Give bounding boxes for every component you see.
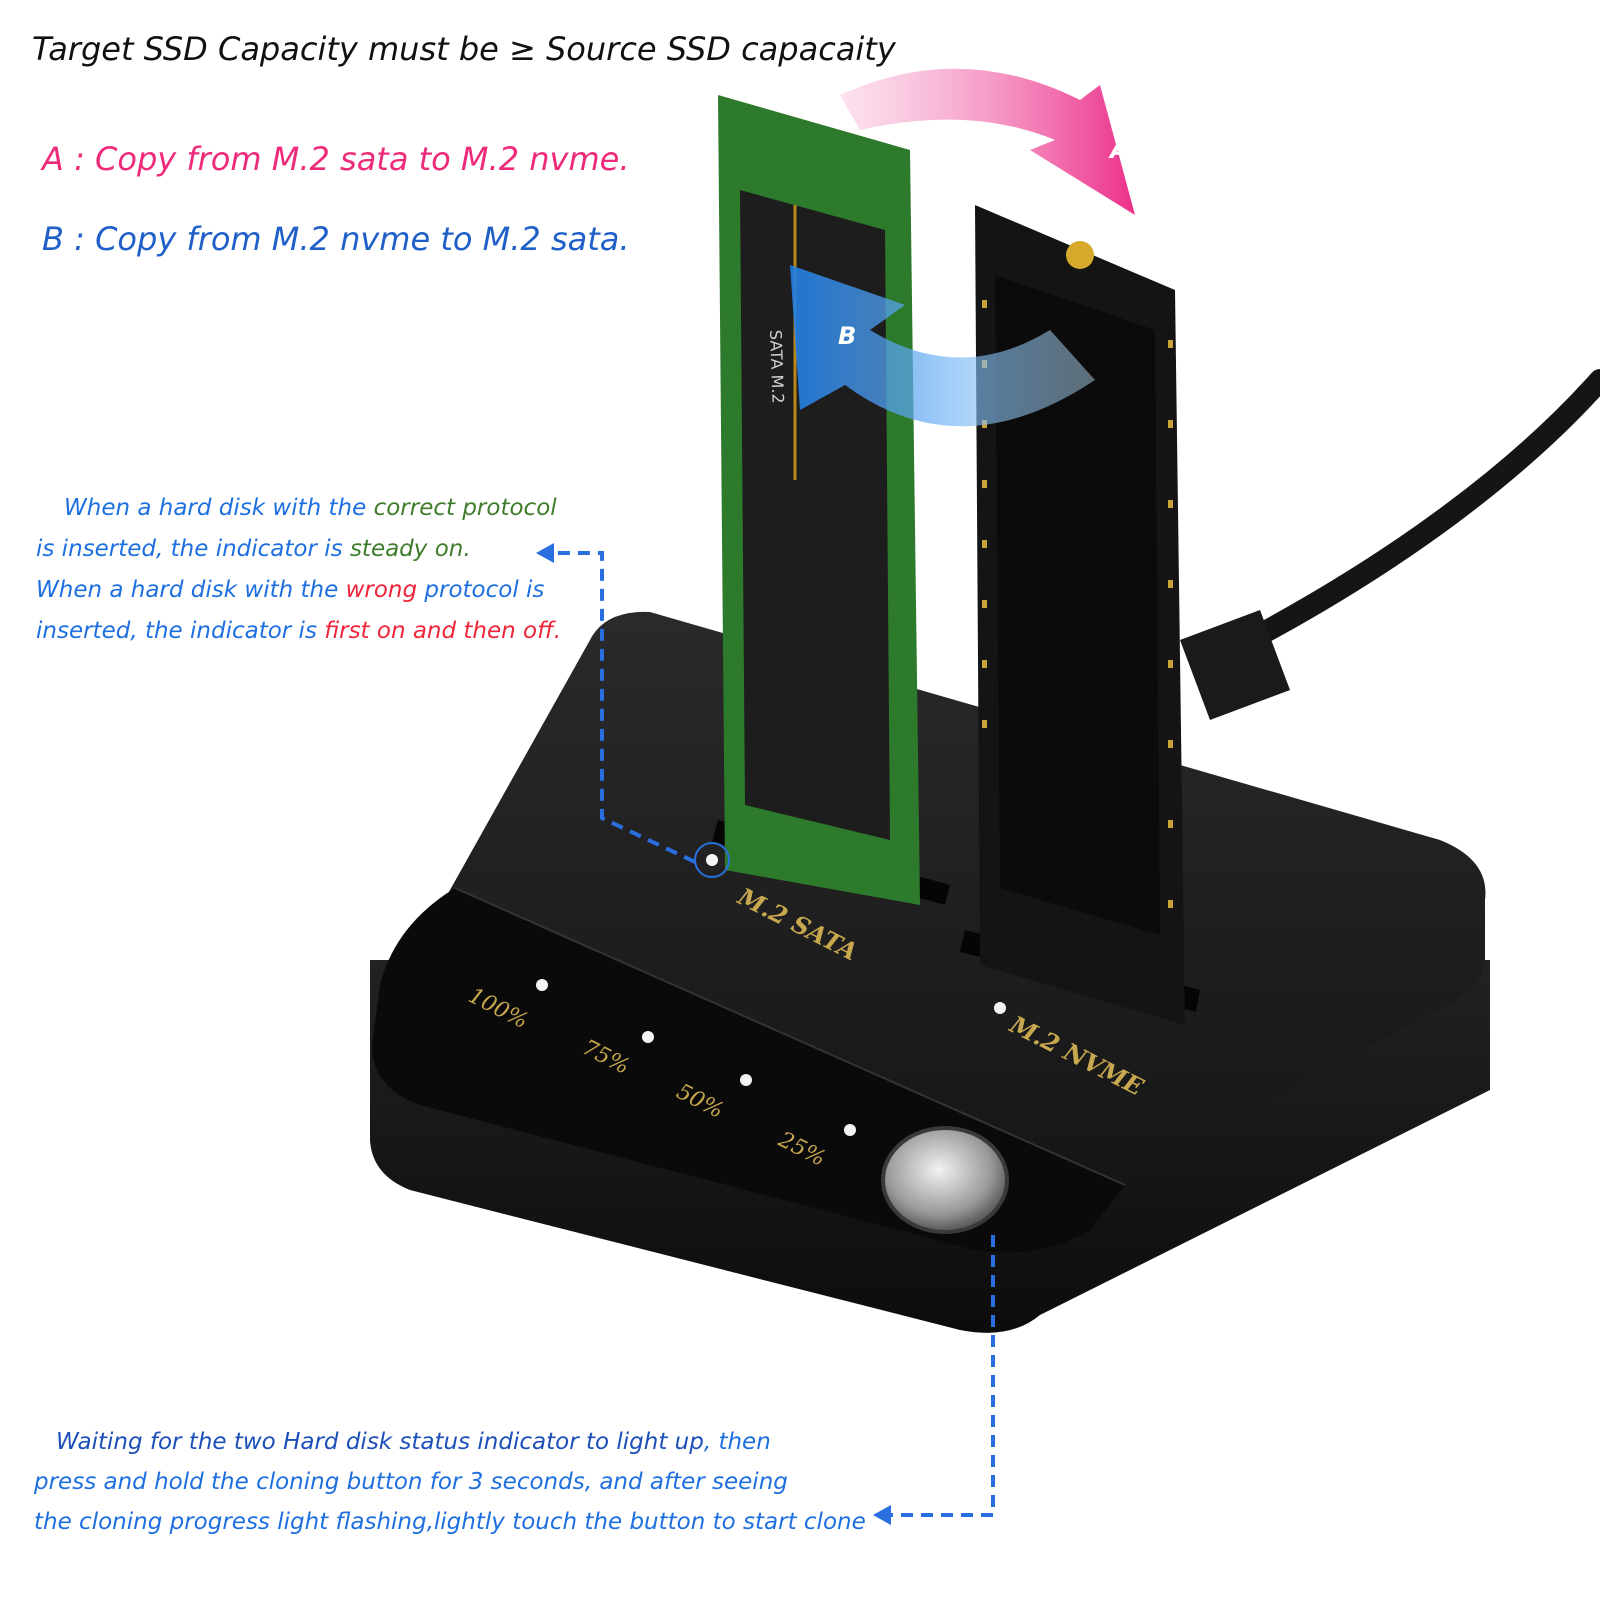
- blue-curved-arrow-icon: [790, 265, 1095, 427]
- arrow-a-badge: A: [1110, 136, 1129, 164]
- correct-protocol-text: correct protocol: [373, 495, 557, 521]
- ssd-sata: SATA M.2: [718, 95, 920, 905]
- headline: Target SSD Capacity must be ≥ Source SSD…: [32, 30, 896, 68]
- usb-plug: [1180, 610, 1290, 720]
- arrow-b-badge: B: [838, 322, 857, 350]
- sata-indicator-led: [706, 854, 718, 866]
- dashed-arrow-icon: [548, 551, 995, 1517]
- dock-body: [370, 611, 1490, 1333]
- first-on-then-off-text: first on and then off.: [324, 618, 562, 644]
- clone-note: Waiting for the two Hard disk status ind…: [34, 1429, 866, 1535]
- protocol-note: When a hard disk with the correct protoc…: [36, 495, 562, 644]
- steady-on-text: steady on.: [349, 536, 471, 562]
- ssd-nvme: [975, 205, 1185, 1025]
- mode-b-caption: B : Copy from M.2 nvme to M.2 sata.: [42, 220, 630, 258]
- nvme-indicator-led: [994, 1002, 1006, 1014]
- ssd-sata-print: SATA M.2: [766, 329, 788, 403]
- wrong-text: wrong: [345, 577, 418, 603]
- pink-curved-arrow-icon: [840, 68, 1135, 215]
- usb-cable: [1239, 369, 1600, 651]
- mode-a-caption: A : Copy from M.2 sata to M.2 nvme.: [42, 140, 630, 178]
- clone-button: [881, 1126, 1009, 1234]
